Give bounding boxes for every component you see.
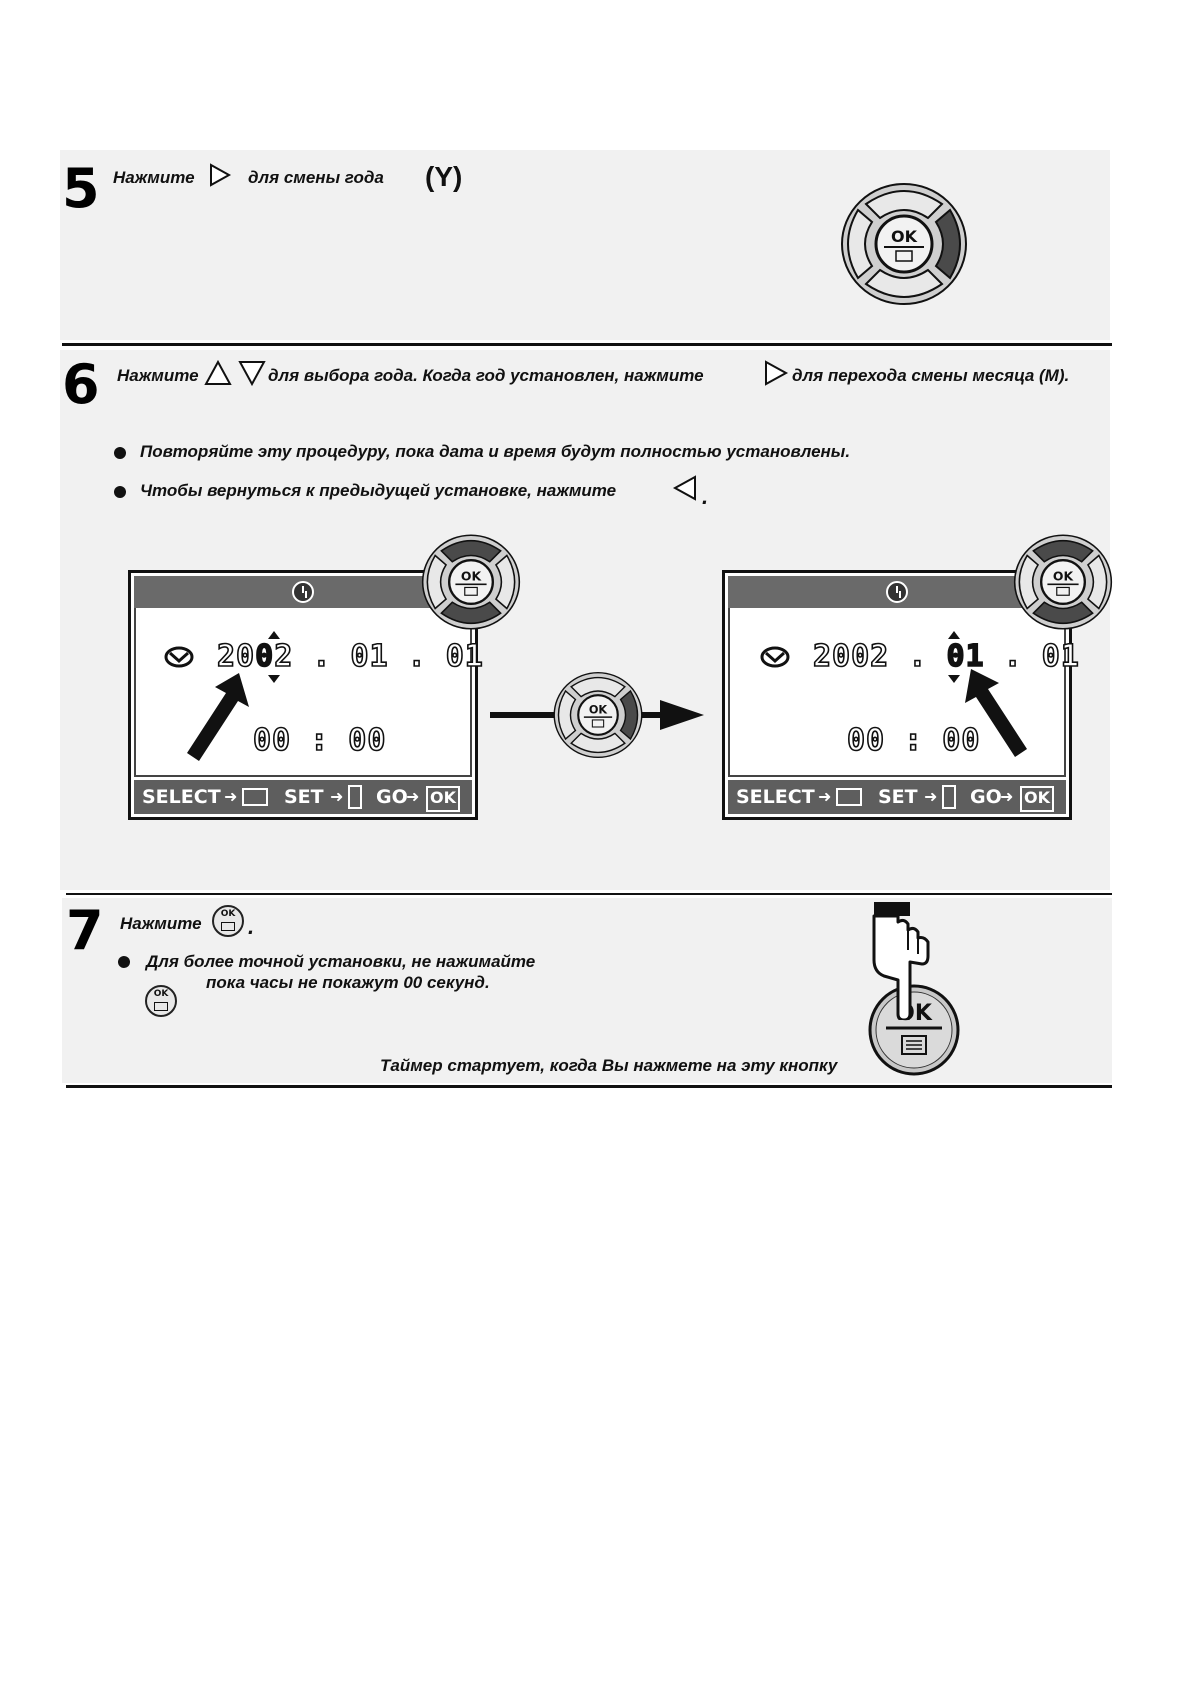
dial-ok-label: OK [891, 227, 918, 246]
left-triangle-icon [672, 474, 698, 502]
time-readout-right: 00 : 00 [847, 723, 980, 758]
step6-number: 6 [62, 358, 100, 412]
footer-arrow-icon: ➜ [330, 780, 343, 814]
dial-step5-icon: OK [836, 178, 972, 310]
month-value: 01 [350, 639, 388, 674]
footer-set-label: SET [878, 780, 918, 814]
dial-right-middle-icon: OK [550, 668, 646, 762]
day-value: 01 [1042, 639, 1080, 674]
step6-select-year-text: для выбора года. Когда год установлен, н… [268, 366, 704, 386]
date-readout-left: 2002 . 01 . 01 [217, 639, 484, 674]
step7-bullet-line1: Для более точной установки, не нажимайте [146, 952, 535, 972]
day-value: 01 [446, 639, 484, 674]
up-triangle-icon [204, 359, 232, 387]
clock-icon [292, 581, 314, 603]
screen-footer: SELECT ➜ SET ➜ GO ➜ OK [134, 780, 472, 814]
screen-footer: SELECT ➜ SET ➜ GO ➜ OK [728, 780, 1066, 814]
ok-icon-label: OK [221, 909, 236, 919]
pointer-arrow-icon [181, 673, 251, 763]
footer-select-label: SELECT [142, 780, 221, 814]
left-right-keys-icon [242, 788, 268, 806]
footer-arrow-icon: ➜ [406, 780, 419, 814]
step5-change-year-text: для смены года [248, 168, 384, 188]
step7-number: 7 [66, 904, 104, 958]
year-value: 2002 [813, 639, 889, 674]
step7-caption: Таймер стартует, когда Вы нажмете на эту… [380, 1056, 837, 1076]
ok-button-icon: OK [212, 905, 244, 937]
right-triangle-icon [763, 359, 789, 387]
updown-indicator-icon [267, 631, 281, 683]
step7-divider [66, 1085, 1112, 1088]
footer-go-label: GO [970, 780, 1002, 814]
up-down-keys-icon [348, 785, 362, 809]
footer-arrow-icon: ➜ [224, 780, 237, 814]
date-sep: . [312, 639, 331, 674]
dial-ok-label: OK [1053, 568, 1075, 583]
footer-arrow-icon: ➜ [924, 780, 937, 814]
step6-bullet-repeat: Повторяйте эту процедуру, пока дата и вр… [140, 442, 850, 462]
ok-button-icon: OK [145, 985, 177, 1017]
date-icon [163, 645, 195, 669]
step6-divider [66, 893, 1112, 895]
bullet-dot [118, 956, 130, 968]
step7-press-text: Нажмите [120, 914, 202, 934]
bullet-dot [114, 447, 126, 459]
date-sep: . [908, 639, 927, 674]
footer-ok-label: OK [426, 786, 460, 812]
step6-press-text: Нажмите [117, 366, 199, 386]
right-triangle-icon [208, 162, 232, 188]
step6-go-month-text: для перехода смены месяца (M). [792, 366, 1069, 386]
up-down-keys-icon [942, 785, 956, 809]
date-icon [759, 645, 791, 669]
footer-arrow-icon: ➜ [1000, 780, 1013, 814]
left-right-keys-icon [836, 788, 862, 806]
step7-bullet-line2: пока часы не покажут 00 секунд. [206, 973, 490, 993]
step6-bullet-back: Чтобы вернуться к предыдущей установке, … [140, 481, 616, 501]
step7-end-dot: . [248, 914, 254, 940]
footer-set-label: SET [284, 780, 324, 814]
transition-arrow-head-icon [660, 700, 704, 730]
footer-ok-label: OK [1020, 786, 1054, 812]
footer-arrow-icon: ➜ [818, 780, 831, 814]
dial-updown-left-icon: OK [418, 530, 524, 634]
dial-ok-label: OK [589, 704, 609, 717]
year-part-a: 20 [217, 639, 255, 674]
down-triangle-icon [238, 359, 266, 387]
step5-year-letter: (Y) [425, 163, 462, 191]
dial-updown-right-icon: OK [1010, 530, 1116, 634]
bullet-dot [114, 486, 126, 498]
step5-press-text: Нажмите [113, 168, 195, 188]
pressing-hand-icon [868, 902, 932, 1020]
footer-select-label: SELECT [736, 780, 815, 814]
time-readout-left: 00 : 00 [253, 723, 386, 758]
step5-number: 5 [62, 162, 100, 216]
step5-divider [62, 343, 1112, 346]
footer-go-label: GO [376, 780, 408, 814]
date-sep: . [408, 639, 427, 674]
clock-icon [886, 581, 908, 603]
updown-indicator-icon [947, 631, 961, 683]
dial-ok-label: OK [461, 568, 483, 583]
ok-icon-label: OK [154, 989, 169, 999]
step6-bullet-back-end: . [702, 484, 708, 510]
